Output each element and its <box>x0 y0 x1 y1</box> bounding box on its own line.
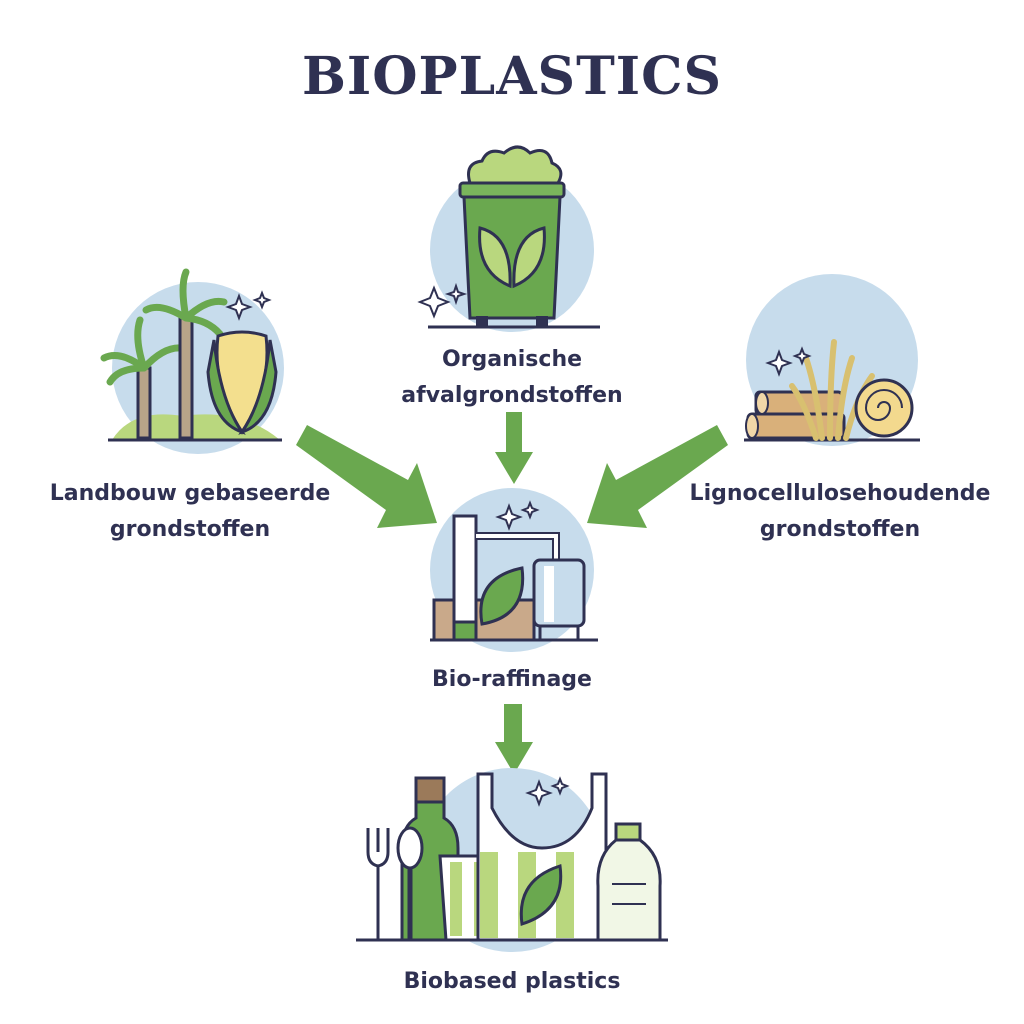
diagram-title: BIOPLASTICS <box>301 46 723 107</box>
label-lignocellulose: Lignocellulosehoudende grondstoffen <box>660 476 1020 548</box>
label-lignocellulose-line1: Lignocellulosehoudende <box>689 481 991 506</box>
label-organic-line1: Organische <box>441 347 583 372</box>
arrow-ligno-to-refinery <box>587 425 728 528</box>
label-agriculture-line1: Landbouw gebaseerde <box>49 481 331 506</box>
plastics-icon <box>356 768 668 952</box>
label-agriculture-line2: grondstoffen <box>109 517 271 542</box>
arrow-organic-to-refinery <box>495 412 533 484</box>
organic-waste-icon <box>417 145 600 332</box>
label-biobased-plastics: Biobased plastics <box>403 969 621 994</box>
label-lignocellulose-line2: grondstoffen <box>759 517 921 542</box>
label-biorefinery: Bio-raffinage <box>432 667 592 692</box>
label-organic-line2: afvalgrondstoffen <box>401 383 623 408</box>
label-agriculture: Landbouw gebaseerde grondstoffen <box>18 476 362 548</box>
arrows <box>296 412 728 774</box>
arrow-refinery-to-plastics <box>495 704 533 774</box>
agriculture-icon <box>100 268 284 454</box>
arrow-agri-to-refinery <box>296 425 437 528</box>
biorefinery-icon <box>430 488 598 652</box>
lignocellulose-icon <box>744 274 920 446</box>
label-organic: Organische afvalgrondstoffen <box>352 342 672 414</box>
